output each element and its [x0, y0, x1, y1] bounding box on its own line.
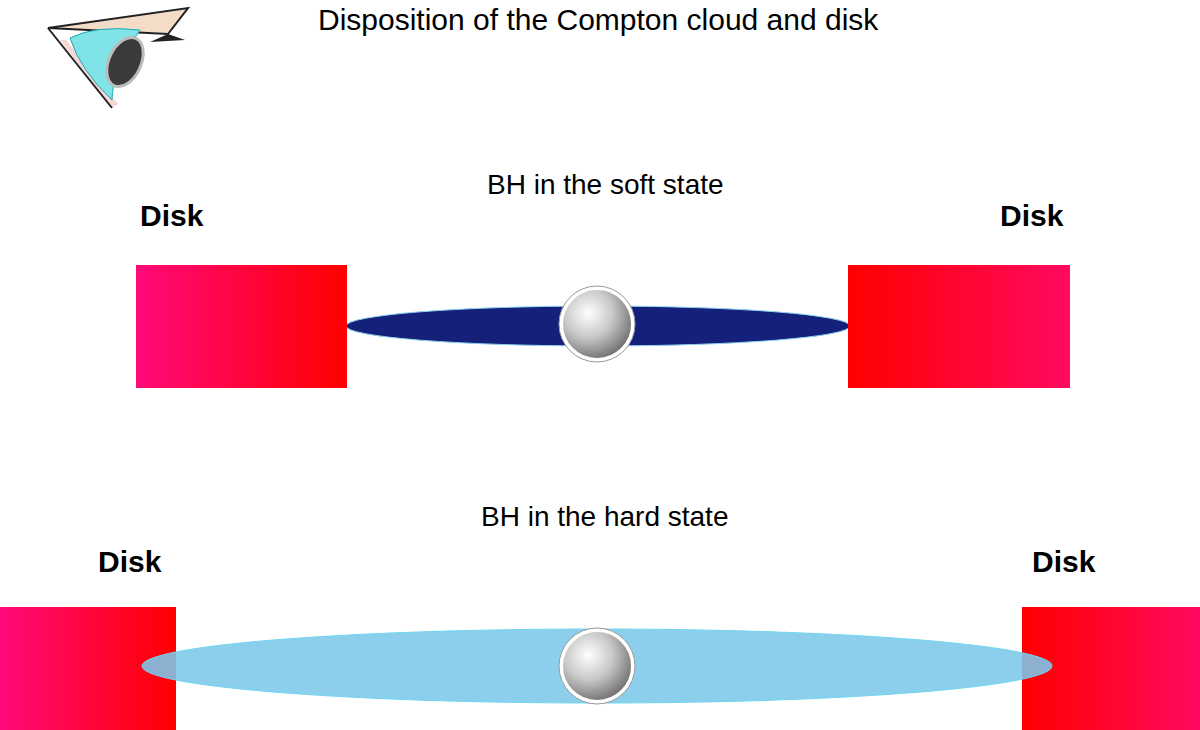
disk-block: Disk	[848, 265, 1070, 388]
disk-label: Disk	[1032, 544, 1095, 580]
eye-icon	[48, 8, 188, 108]
state-heading: BH in the soft state	[487, 168, 724, 202]
black-hole-rim	[559, 286, 635, 362]
disk-label: Disk	[98, 544, 161, 580]
black-hole-rim	[559, 628, 635, 704]
compton-cloud	[142, 629, 1052, 703]
diagram-title: Disposition of the Compton cloud and dis…	[318, 2, 878, 38]
state-heading: BH in the hard state	[481, 500, 728, 534]
disk-label: Disk	[140, 198, 203, 234]
disk-label: Disk	[1000, 198, 1063, 234]
black-hole	[561, 288, 633, 360]
disk-block: Disk	[136, 265, 347, 388]
black-hole	[561, 630, 633, 702]
